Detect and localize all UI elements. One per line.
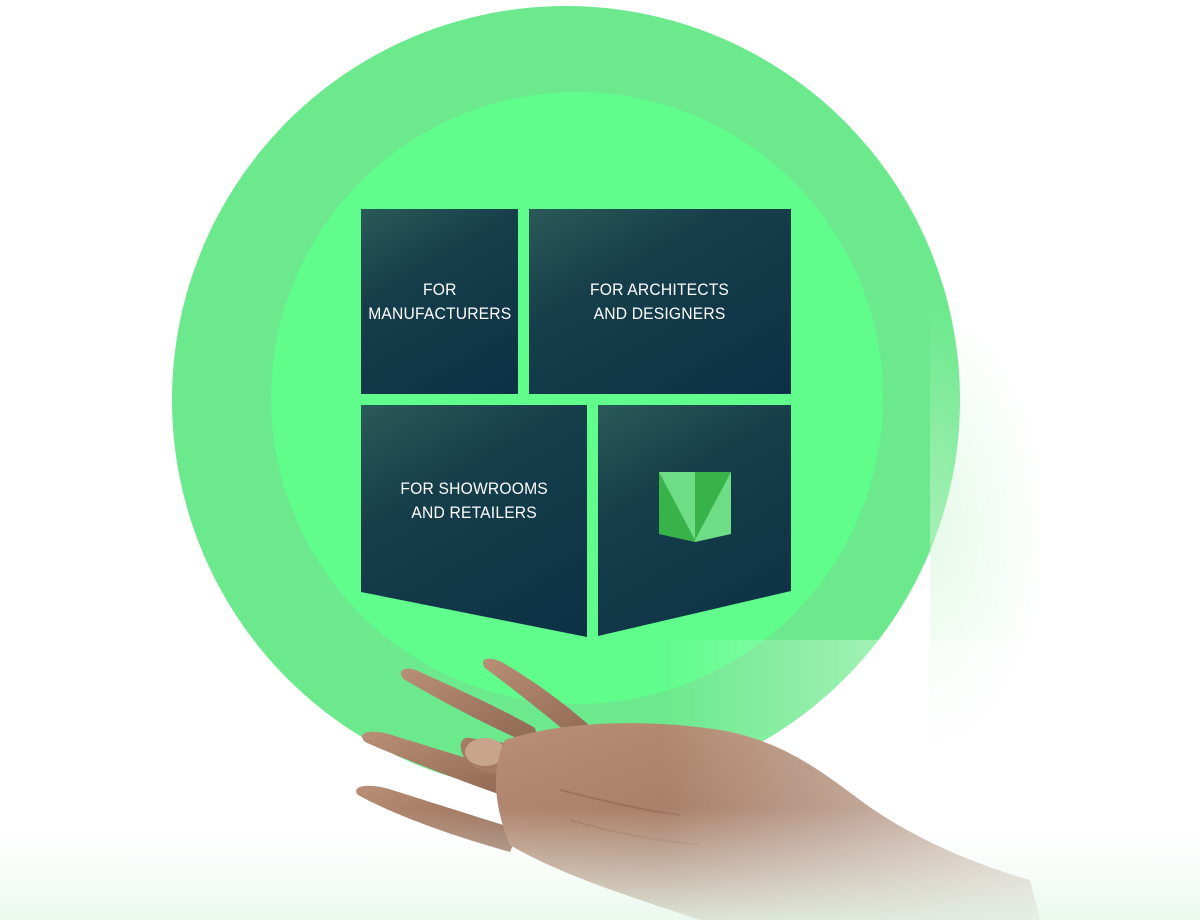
tile-brand-logo[interactable] [598,405,791,636]
tile-for-manufacturers[interactable]: FOR MANUFACTURERS [361,209,518,394]
orb-glow [930,300,1050,760]
tile-manufacturers-label: FOR MANUFACTURERS [367,279,512,323]
brand-logo-icon [658,472,731,542]
tile-showrooms-label: FOR SHOWROOMS AND RETAILERS [400,479,548,522]
tile-for-showrooms-and-retailers[interactable]: FOR SHOWROOMS AND RETAILERS [361,405,587,637]
tile-for-architects-and-designers[interactable]: FOR ARCHITECTS AND DESIGNERS [529,209,791,394]
tile-architects-label: FOR ARCHITECTS AND DESIGNERS [590,279,730,323]
